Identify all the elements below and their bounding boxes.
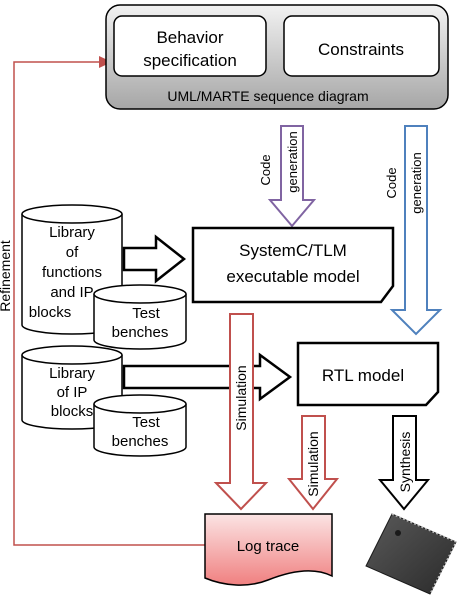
simulation-left-arrow-shape <box>213 313 269 511</box>
behavior-spec-box <box>113 15 267 77</box>
constraints-label: Constraints <box>318 40 404 59</box>
library-functions-line3: functions <box>42 264 102 281</box>
test-benches-bottom-line1: Test <box>132 414 160 431</box>
chip-icon <box>365 513 458 595</box>
test-benches-bottom-line2: benches <box>112 433 169 450</box>
library-functions-top <box>21 204 123 224</box>
test-benches-top-lid <box>93 284 187 304</box>
behavior-spec-label-line2: specification <box>143 51 237 70</box>
simulation-arrow-left: Simulation <box>213 313 269 511</box>
simulation-right-label: Simulation <box>305 431 321 496</box>
code-gen-left-label-line1: Code <box>258 154 273 185</box>
library-to-systemc-arrow <box>122 234 187 284</box>
refinement-label: Refinement <box>0 240 13 312</box>
synthesis-arrow: Synthesis <box>377 415 431 511</box>
library-functions-line4: and IP <box>50 284 93 301</box>
log-trace-document <box>204 513 333 586</box>
code-gen-right-label-line1: Code <box>384 167 399 198</box>
library-ip-top <box>21 345 123 365</box>
code-gen-right-label-line2: generation <box>409 152 424 213</box>
library-functions-line1: Library <box>49 224 95 241</box>
test-benches-top-cylinder: Test benches <box>93 284 187 350</box>
code-generation-arrow-right: Code generation <box>384 125 443 336</box>
systemc-model-group: SystemC/TLM executable model <box>191 226 395 304</box>
test-benches-bottom-lid <box>93 394 187 414</box>
test-benches-top-body <box>93 294 187 350</box>
behavior-spec-label-line1: Behavior <box>156 28 223 47</box>
rtl-model-group: RTL model <box>296 341 440 407</box>
library-ip-line1: Library <box>49 365 95 382</box>
simulation-left-label: Simulation <box>233 365 249 430</box>
uml-caption: UML/MARTE sequence diagram <box>167 88 368 104</box>
library-functions-line5: blocks <box>29 304 72 321</box>
code-gen-right-arrow-shape <box>389 125 443 336</box>
uml-marte-group: Behavior specification Constraints UML/M… <box>105 4 449 110</box>
code-gen-left-arrow-shape <box>267 125 317 228</box>
simulation-arrow-right: Simulation <box>286 415 340 511</box>
systemc-model-line1: SystemC/TLM <box>239 241 347 260</box>
synthesis-label: Synthesis <box>397 432 413 493</box>
code-gen-left-label-line2: generation <box>285 131 300 192</box>
library-functions-line2: of <box>66 244 79 261</box>
log-trace-label: Log trace <box>237 538 300 555</box>
chip-icon-dot <box>395 530 401 536</box>
library-ip-to-rtl-arrow <box>122 352 293 402</box>
test-benches-top-line2: benches <box>112 324 169 341</box>
log-trace-group: Log trace <box>204 513 333 586</box>
rtl-model-label: RTL model <box>322 366 404 385</box>
test-benches-bottom-body <box>93 404 187 457</box>
simulation-right-arrow-shape <box>286 415 340 511</box>
refinement-line <box>13 61 205 546</box>
test-benches-top-line1: Test <box>132 305 160 322</box>
synthesis-arrow-shape <box>377 415 431 511</box>
chip-icon-body <box>365 513 457 595</box>
code-generation-arrow-left: Code generation <box>258 125 317 228</box>
library-ip-line3: blocks <box>51 403 94 420</box>
library-ip-line2: of IP <box>57 384 88 401</box>
rtl-model-box <box>296 341 440 407</box>
constraints-box <box>283 15 440 77</box>
chip-icon-pins <box>391 513 458 595</box>
test-benches-bottom-cylinder: Test benches <box>93 394 187 457</box>
systemc-model-line2: executable model <box>226 267 359 286</box>
systemc-model-box <box>191 226 395 304</box>
